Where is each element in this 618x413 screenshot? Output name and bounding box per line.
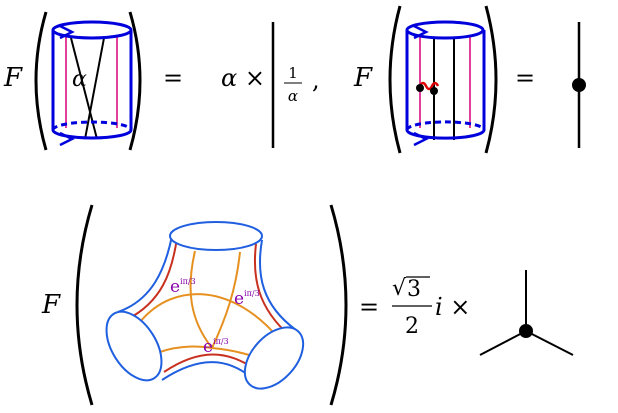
vertex-leg-right <box>525 330 574 356</box>
pants-surface: eiπ/3 eiπ/3 eiπ/3 <box>105 221 305 390</box>
vertex-dot-right <box>430 87 438 95</box>
functor-f-3: F <box>41 290 61 320</box>
arrow-icon <box>413 24 429 40</box>
equals-2: = <box>515 64 535 92</box>
orange-seam-2 <box>211 251 241 349</box>
orange-seam-3 <box>139 293 281 341</box>
vertex-leg-left <box>479 330 527 356</box>
paren-left-2 <box>388 5 402 154</box>
cylinder-bottom-back <box>405 120 486 131</box>
orange-seam-4 <box>159 345 213 353</box>
fraction-denominator-3: 2 <box>405 314 419 339</box>
cylinder-2 <box>405 20 486 147</box>
arrow-icon <box>59 131 75 147</box>
paren-right-3 <box>329 204 348 406</box>
red-line-bottom <box>163 353 257 373</box>
equals-3: = <box>359 293 379 321</box>
vertex-dot-left <box>416 84 424 92</box>
sqrt-sign: √ <box>392 276 407 301</box>
trivalent-vertex <box>479 270 574 356</box>
red-line-right <box>253 243 291 337</box>
cylinder-top-rim <box>405 20 485 40</box>
red-line-left <box>125 237 178 321</box>
orange-seam-1 <box>189 250 213 349</box>
paren-left-1 <box>34 11 48 151</box>
fraction-numerator: 1 <box>288 64 298 82</box>
boundary-left <box>105 310 163 382</box>
result-vertex-dot <box>572 78 586 92</box>
vertex-dot-center <box>519 324 533 338</box>
boundary-right <box>243 326 305 390</box>
i-times: i × <box>435 293 470 321</box>
phase-label-2: eiπ/3 <box>234 289 260 309</box>
surface-edge-upper-right <box>259 239 297 331</box>
fraction-denominator: α <box>288 87 298 105</box>
cylinder-top-rim <box>51 20 133 40</box>
cylinder-bottom-back <box>51 120 133 131</box>
paren-right-1 <box>128 11 142 151</box>
functor-f-2: F <box>353 63 373 93</box>
cylinder-bottom-front <box>51 129 133 140</box>
cylinder-1: α <box>51 20 133 147</box>
paren-left-3 <box>75 204 94 406</box>
cylinder-bottom-front <box>405 129 486 140</box>
phase-label-3: eiπ/3 <box>203 337 229 357</box>
wavy-connector <box>418 81 440 91</box>
arrow-icon <box>59 24 75 40</box>
paren-right-2 <box>484 5 498 154</box>
equation-1: F α = α × 1 α , <box>3 11 320 151</box>
boundary-top <box>169 221 263 251</box>
scalar-alpha-times: α × <box>221 64 265 92</box>
equation-2: F = <box>353 5 586 154</box>
crossing-strand-b <box>84 37 105 140</box>
surface-edge-upper-left <box>117 235 173 313</box>
comma-separator: , <box>312 66 320 94</box>
functor-f-1: F <box>3 63 23 93</box>
equals-1: = <box>163 64 183 92</box>
equation-3: F eiπ/3 eiπ/3 eiπ/3 = <box>41 204 574 406</box>
arrow-icon <box>413 131 429 147</box>
alpha-label: α <box>72 67 87 92</box>
phase-label-1: eiπ/3 <box>170 277 196 297</box>
sqrt-radicand: 3 <box>407 277 421 302</box>
